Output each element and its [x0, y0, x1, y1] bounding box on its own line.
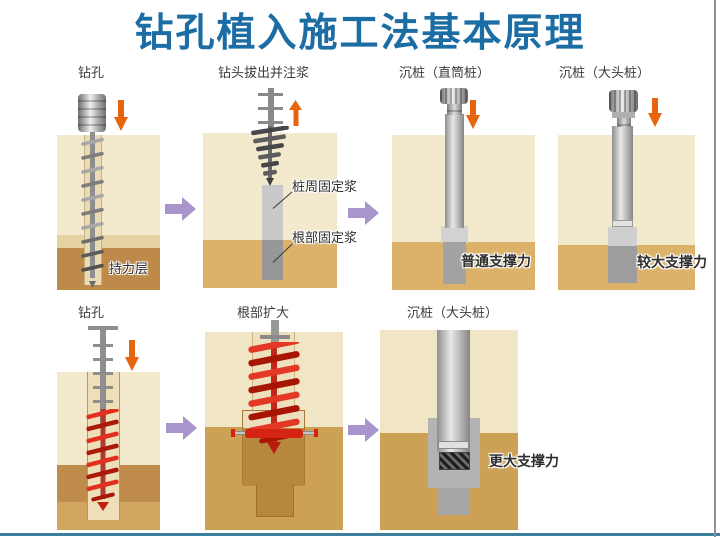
auger-shaft [271, 320, 279, 348]
soil-layer-mid [57, 235, 160, 248]
page-title: 钻孔植入施工法基本原理 [134, 12, 586, 55]
next-step-arrow-icon [166, 416, 197, 440]
pile-neck [617, 118, 631, 127]
grout-column-root [262, 240, 283, 280]
pile-neck [447, 104, 462, 115]
auger-shaft [100, 328, 106, 422]
down-arrow-icon [114, 100, 128, 131]
auger-top-bar [88, 326, 118, 330]
stage-label-drilling: 钻孔 [78, 65, 105, 80]
pile-cap [609, 90, 638, 112]
stage-label-straight-pile: 沉桩（直筒桩） [399, 65, 491, 80]
next-step-arrow-icon [165, 197, 196, 221]
red-auger-flights-icon [86, 409, 119, 511]
pile-embedded-root [608, 246, 637, 283]
side-grout-label: 桩周固定浆 [292, 179, 358, 194]
stage-label-bighead-pile-2: 沉桩（大头桩） [407, 305, 499, 320]
auger-crossbar [258, 121, 283, 124]
stage-label-extract-grout: 钻头拔出并注浆 [218, 65, 310, 80]
support-force-label: 较大支撑力 [637, 254, 707, 270]
pile-joint-ring [438, 441, 469, 449]
soil-block-drilling [57, 135, 160, 290]
grout-column-side [262, 185, 283, 240]
pile-shaft [445, 114, 464, 228]
grout-collar [441, 226, 468, 243]
slide-border-bottom [0, 533, 720, 536]
pile-cap [440, 88, 468, 104]
drill-head-bands [78, 94, 106, 132]
auger-flights-icon [81, 137, 104, 288]
stage-label-drilling-2: 钻孔 [78, 305, 105, 320]
down-arrow-icon [125, 340, 139, 371]
pile-neck-rings [617, 118, 631, 127]
grout-block-step [438, 488, 470, 515]
support-force-label: 普通支撑力 [461, 253, 531, 269]
root-grout-label: 根部固定浆 [292, 230, 358, 245]
pile-joint-ring [612, 220, 633, 227]
pile-cap-base [612, 112, 635, 118]
stage-label-bighead-pile: 沉桩（大头桩） [559, 65, 651, 80]
pile-shaft [437, 330, 470, 452]
auger-shaft [90, 128, 95, 278]
support-force-label: 更大支撑力 [489, 453, 559, 469]
expansion-tip-left [231, 429, 235, 437]
pile-cap-ribs [609, 90, 638, 112]
drill-motor-head [78, 94, 106, 132]
up-arrow-icon [289, 100, 302, 126]
auger-cone-icon [251, 126, 289, 186]
auger-crossbar [93, 400, 113, 403]
auger-crossbar [93, 344, 113, 347]
auger-crossbar [93, 372, 113, 375]
auger-crossbar [258, 93, 283, 96]
pile-shaft [612, 126, 633, 222]
auger-crossbar [93, 358, 113, 361]
pile-big-head [608, 227, 637, 247]
auger-shaft [268, 88, 274, 132]
stage-label-root-enlarge: 根部扩大 [237, 305, 290, 320]
down-arrow-icon [466, 100, 480, 129]
down-arrow-icon [648, 98, 662, 127]
bearing-layer-label: 持力层 [109, 261, 149, 276]
pile-friction-band [439, 452, 470, 470]
soil-layer-top [57, 135, 160, 235]
next-step-arrow-icon [348, 201, 379, 225]
next-step-arrow-icon [348, 418, 379, 442]
expansion-bar [245, 429, 303, 438]
slide-border-right [714, 0, 716, 537]
soil-layer-bearing [57, 248, 160, 290]
pile-neck-rings [447, 104, 462, 115]
auger-crossbar [258, 107, 283, 110]
big-red-auger-icon [248, 342, 300, 454]
auger-crossbar [93, 386, 113, 389]
expansion-tip-right [314, 429, 318, 437]
auger-crossbar [260, 335, 290, 339]
pile-cap-ribs [440, 88, 468, 104]
cavity-lower-column [256, 484, 294, 517]
pile-embedded-root [443, 242, 466, 284]
